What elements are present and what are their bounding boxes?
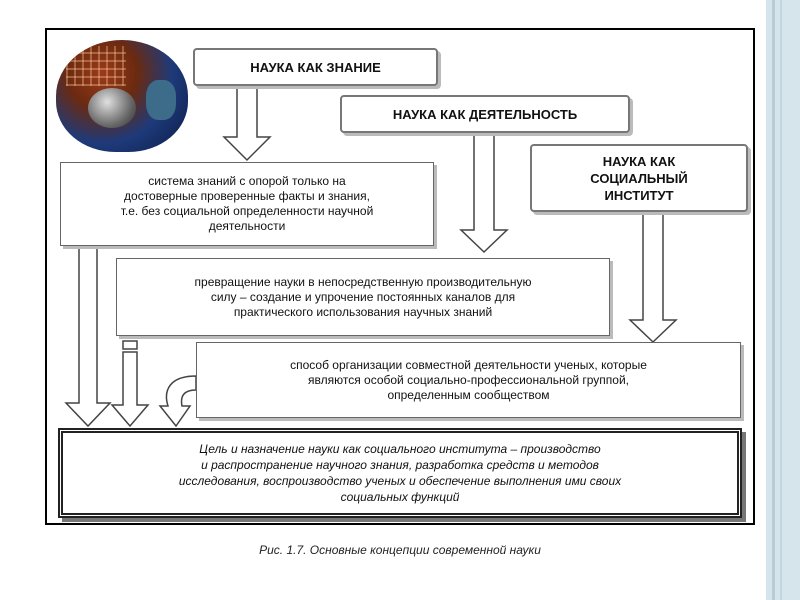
description-line: т.е. без социальной определенности научн… (61, 204, 433, 219)
figure-caption: Рис. 1.7. Основные концепции современной… (0, 543, 800, 557)
concept-institute-line1: НАУКА КАК (603, 153, 676, 170)
description-institute: способ организации совместной деятельнос… (196, 342, 741, 418)
concept-institute: НАУКА КАК СОЦИАЛЬНЫЙ ИНСТИТУТ (530, 144, 748, 212)
concept-activity: НАУКА КАК ДЕЯТЕЛЬНОСТЬ (340, 95, 630, 133)
description-line: практического использования научных знан… (117, 305, 609, 320)
goal-line: Цель и назначение науки как социального … (179, 441, 621, 457)
description-line: система знаний с опорой только на (61, 174, 433, 189)
concept-institute-line3: ИНСТИТУТ (604, 187, 673, 204)
slide-decoration-strip (766, 0, 800, 600)
goal-line: социальных функций (179, 489, 621, 505)
goal-box: Цель и назначение науки как социального … (58, 428, 742, 518)
description-knowledge: система знаний с опорой только на достов… (60, 162, 434, 246)
description-line: способ организации совместной деятельнос… (197, 358, 740, 373)
description-line: достоверные проверенные факты и знания, (61, 189, 433, 204)
science-globe-image (56, 40, 188, 152)
description-line: являются особой социально-профессиональн… (197, 373, 740, 388)
strip-line (780, 0, 782, 600)
concept-knowledge: НАУКА КАК ЗНАНИЕ (193, 48, 438, 86)
globe-icon (88, 88, 136, 128)
description-line: превращение науки в непосредственную про… (117, 275, 609, 290)
goal-line: исследования, воспроизводство ученых и о… (179, 473, 621, 489)
description-activity: превращение науки в непосредственную про… (116, 258, 610, 336)
concept-institute-line2: СОЦИАЛЬНЫЙ (590, 170, 688, 187)
image-figure-detail (146, 80, 176, 120)
strip-line (772, 0, 775, 600)
goal-line: и распространение научного знания, разра… (179, 457, 621, 473)
description-line: деятельности (61, 219, 433, 234)
description-line: силу – создание и упрочение постоянных к… (117, 290, 609, 305)
description-line: определенным сообществом (197, 388, 740, 403)
image-grid-detail (66, 46, 126, 86)
